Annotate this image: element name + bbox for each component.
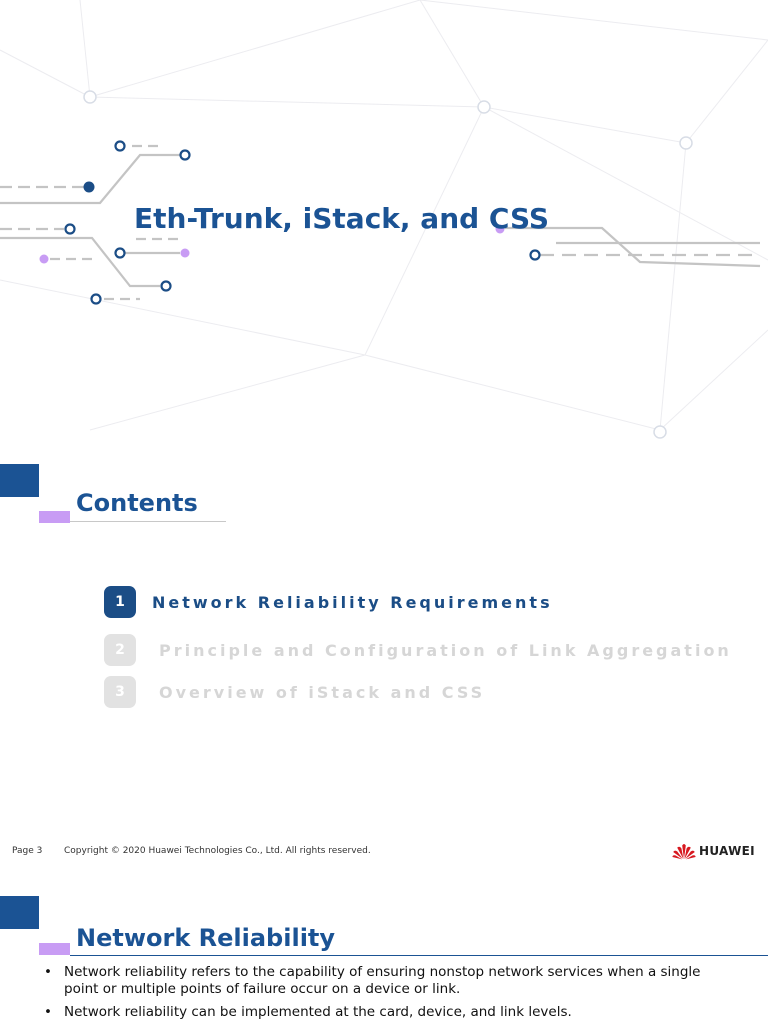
bullet-text: Network reliability refers to the capabi… — [64, 964, 701, 997]
bullet-item: • Network reliability can be implemented… — [44, 1004, 724, 1021]
circuit-background — [0, 0, 768, 439]
contents-heading: Contents — [76, 489, 198, 517]
header-accent-block — [0, 464, 39, 497]
toc-item-label: Principle and Configuration of Link Aggr… — [159, 640, 732, 660]
heading-rule — [70, 955, 768, 956]
footer-copyright: Copyright © 2020 Huawei Technologies Co.… — [64, 846, 371, 856]
header-accent-bar — [39, 511, 70, 523]
toc-item-3[interactable]: 3 Overview of iStack and CSS — [104, 676, 485, 708]
toc-number-badge: 3 — [104, 676, 136, 708]
header-accent-block — [0, 896, 39, 929]
bullet-list: • Network reliability refers to the capa… — [44, 964, 724, 1027]
section-heading: Network Reliability — [76, 924, 336, 952]
network-reliability-slide: Network Reliability • Network reliabilit… — [0, 880, 768, 1024]
contents-slide: Contents 1 Network Reliability Requireme… — [0, 440, 768, 880]
toc-item-1[interactable]: 1 Network Reliability Requirements — [104, 586, 553, 618]
huawei-logo: HUAWEI — [672, 842, 755, 860]
toc-item-label: Network Reliability Requirements — [152, 592, 553, 612]
toc-number-badge: 1 — [104, 586, 136, 618]
heading-underline — [70, 521, 226, 522]
header-accent-bar — [39, 943, 70, 955]
huawei-logo-text: HUAWEI — [699, 844, 755, 858]
presentation-title: Eth-Trunk, iStack, and CSS — [134, 202, 550, 235]
toc-number-badge: 2 — [104, 634, 136, 666]
bullet-glyph: • — [44, 1004, 52, 1020]
toc-item-label: Overview of iStack and CSS — [159, 682, 486, 702]
footer-page-number: Page 3 — [12, 846, 43, 856]
toc-item-2[interactable]: 2 Principle and Configuration of Link Ag… — [104, 634, 732, 666]
bullet-item: • Network reliability refers to the capa… — [44, 964, 724, 998]
title-slide: Eth-Trunk, iStack, and CSS — [0, 0, 768, 440]
huawei-petal-icon — [672, 844, 696, 860]
bullet-text: Network reliability can be implemented a… — [64, 1004, 572, 1020]
bullet-glyph: • — [44, 964, 52, 980]
